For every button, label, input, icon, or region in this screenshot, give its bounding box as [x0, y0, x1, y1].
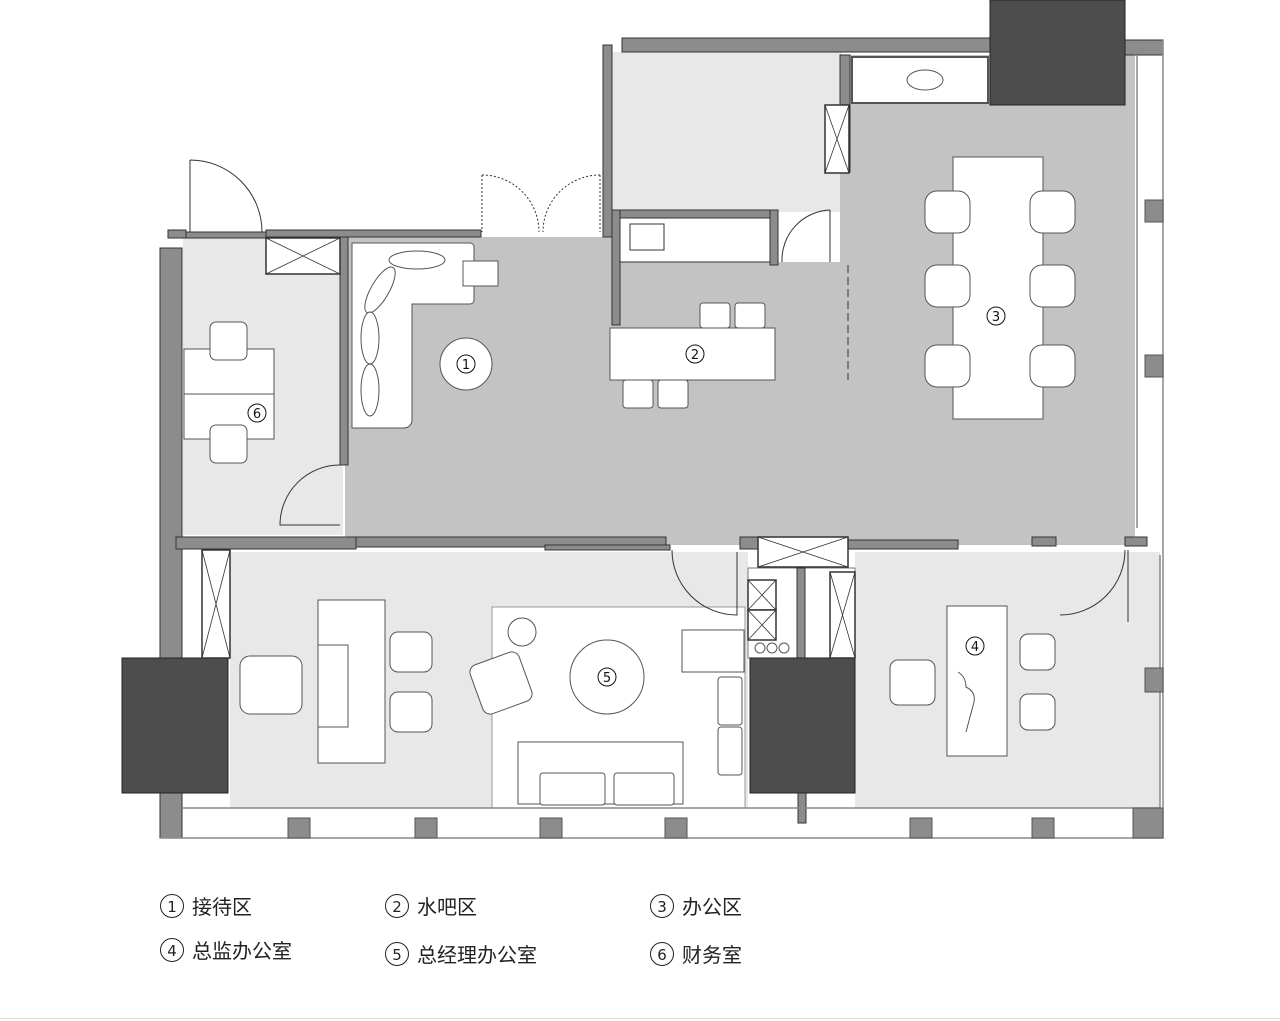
marker-6: 6	[247, 403, 267, 423]
marker-5: 5	[597, 667, 617, 687]
director-office-furniture	[889, 605, 1056, 757]
water-bar-furniture	[609, 302, 776, 409]
shafts	[201, 104, 856, 659]
divider	[0, 1018, 1280, 1019]
svg-text:5: 5	[603, 671, 611, 686]
legend-label: 总监办公室	[192, 939, 292, 963]
gm-office-furniture	[239, 599, 790, 806]
legend-item-5: 5 总经理办公室	[385, 939, 537, 968]
marker-1: 1	[456, 354, 476, 374]
legend-label: 接待区	[192, 895, 252, 919]
marker-4: 4	[965, 636, 985, 656]
room-markers: 1 2 3 4 5 6	[247, 306, 1006, 687]
legend-number: 4	[160, 937, 184, 962]
svg-text:3: 3	[992, 310, 1000, 325]
legend-label: 水吧区	[417, 895, 477, 919]
floor-reception-office	[345, 55, 1135, 545]
marker-3: 3	[986, 306, 1006, 326]
marker-2: 2	[685, 344, 705, 364]
reception-furniture	[351, 242, 499, 429]
legend-item-1: 1 接待区	[160, 891, 252, 920]
office-furniture	[906, 69, 1076, 420]
legend-item-4: 4 总监办公室	[160, 935, 292, 964]
legend-label: 总经理办公室	[417, 943, 537, 967]
legend-item-6: 6 财务室	[650, 939, 742, 968]
legend-item-2: 2 水吧区	[385, 891, 477, 920]
svg-text:1: 1	[462, 358, 470, 373]
finance-furniture	[183, 321, 275, 464]
legend-number: 1	[160, 893, 184, 918]
structural-cores	[121, 0, 1126, 794]
doors	[189, 159, 1129, 622]
facade-columns	[287, 199, 1164, 839]
floor-water-bar-upper	[612, 52, 842, 212]
legend-label: 办公区	[682, 895, 742, 919]
core-middle	[749, 657, 856, 794]
core-left	[121, 657, 229, 794]
legend-number: 5	[385, 941, 409, 966]
svg-text:6: 6	[253, 407, 261, 422]
legend-number: 3	[650, 893, 674, 918]
svg-text:4: 4	[971, 640, 979, 655]
legend-number: 2	[385, 893, 409, 918]
svg-text:2: 2	[691, 348, 699, 363]
legend-label: 财务室	[682, 943, 742, 967]
legend-item-3: 3 办公区	[650, 891, 742, 920]
legend-number: 6	[650, 941, 674, 966]
core-top-right	[989, 0, 1126, 106]
